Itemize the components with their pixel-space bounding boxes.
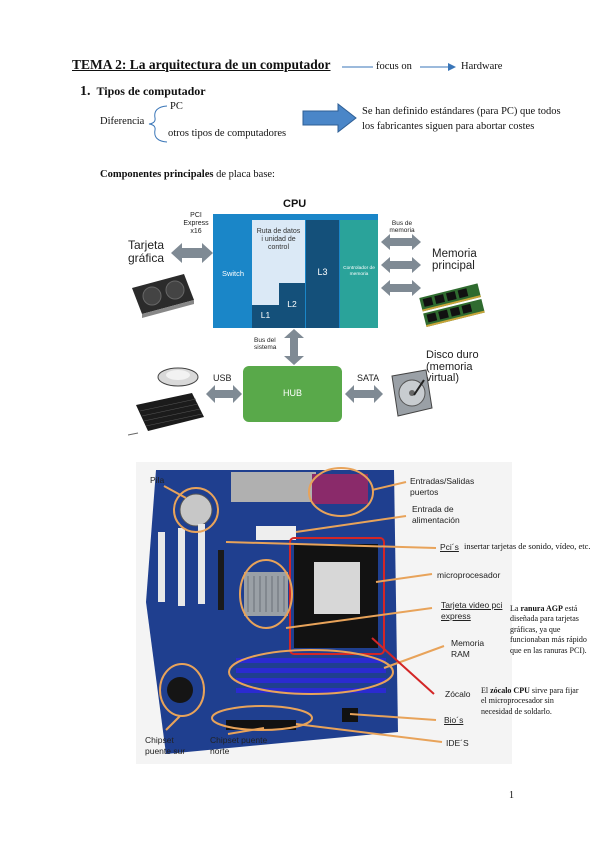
components-rest: de placa base: (213, 169, 275, 180)
ram-modules-image (419, 283, 485, 328)
hardware-text: Hardware (461, 61, 503, 72)
arrow-connector (342, 63, 456, 71)
pcis-label: Pci´s (440, 542, 459, 552)
disco-duro-label: Disco duro (memoria virtual) (426, 349, 479, 385)
bios-label: Bio´s (444, 715, 464, 725)
mouse-keyboard-image (128, 367, 204, 436)
memoria-ram-label: Memoria RAM (451, 638, 485, 660)
hard-disk-image (391, 369, 433, 417)
ides-label: IDE´S (446, 738, 469, 748)
memoria-principal-label: Memoria principal (432, 248, 477, 273)
l3-block (306, 220, 339, 328)
cpu-title: CPU (283, 198, 307, 210)
agp-note-post: está diseñada para tarjetas gráficas, ya… (510, 604, 587, 655)
motherboard-image (146, 467, 445, 754)
zocalo-note-pre: El (481, 686, 491, 695)
hub-block (243, 366, 342, 422)
controlador-block (340, 220, 378, 328)
ruta-label: Ruta de datos i unidad de control (256, 228, 301, 252)
otros-text: otros tipos de computadores (168, 128, 287, 139)
switch-label: Switch (221, 269, 245, 278)
sata-arrow-icon (345, 385, 383, 403)
alimentacion-label: Entrada de alimentación (412, 504, 460, 526)
diferencia-text: Diferencia (100, 116, 145, 127)
hub-label: HUB (282, 388, 302, 398)
l1-label: L1 (260, 310, 271, 320)
l2-block (279, 283, 305, 328)
l1-block (252, 305, 279, 328)
chipset-norte-label: Chipset puente norte (210, 735, 268, 757)
brace-icon (148, 105, 168, 143)
agp-note-pre: La (510, 604, 521, 613)
page-title: TEMA 2: La arquitectura de un computador (72, 57, 331, 72)
usb-arrow-icon (206, 385, 242, 403)
zocalo-note-bold: zócalo CPU (490, 686, 530, 695)
page-number: 1 (509, 790, 514, 801)
pila-label: Pila (150, 475, 165, 485)
section-heading: 1. Tipos de computador (80, 84, 206, 100)
controlador-label: Controlador de memoria (343, 266, 375, 277)
pcis-desc: insertar tarjetas de sonido, vídeo, etc. (464, 541, 599, 552)
usb-label: USB (213, 373, 232, 383)
tarjeta-video-label: Tarjeta video pci express (441, 600, 503, 622)
pc-text: PC (170, 101, 183, 112)
pci-arrow-icon (171, 243, 213, 263)
zocalo-note-post: sirve para fijar el microprocesador sin … (481, 686, 579, 716)
bus-sistema-label: Bus del sistema (254, 337, 277, 352)
pci-express-label: PCI Express x16 (183, 212, 209, 236)
memory-arrows-icon (381, 234, 421, 296)
sata-label: SATA (357, 373, 380, 383)
graphics-card-image (132, 274, 194, 318)
entradas-label: Entradas/Salidas puertos (410, 476, 475, 498)
components-line: Componentes principales de placa base: (100, 169, 275, 180)
block-arrow-icon (302, 103, 357, 133)
section-title: Tipos de computador (96, 84, 206, 98)
focus-on-text: focus on (376, 61, 412, 72)
l2-label: L2 (287, 299, 297, 309)
tarjeta-grafica-label: Tarjeta gráfica (128, 238, 165, 265)
l3-label: L3 (317, 267, 328, 277)
zocalo-note: El zócalo CPU sirve para fijar el microp… (481, 686, 586, 717)
pcis-desc-text: insertar tarjetas de sonido, vídeo, etc. (464, 541, 591, 551)
section-number: 1. (80, 84, 91, 99)
zocalo-label: Zócalo (445, 689, 471, 699)
components-bold: Componentes principales (100, 169, 214, 180)
standards-text: Se han definido estándares (para PC) que… (362, 106, 561, 133)
agp-note: La ranura AGP está diseñada para tarjeta… (510, 604, 590, 656)
chipset-sur-label: Chipset puente sur (145, 735, 186, 757)
system-bus-arrow-icon (284, 329, 304, 365)
micro-label: microprocesador (437, 570, 501, 580)
agp-note-bold: ranura AGP (520, 604, 563, 613)
bus-memoria-label: Bus de memoria (389, 220, 415, 235)
